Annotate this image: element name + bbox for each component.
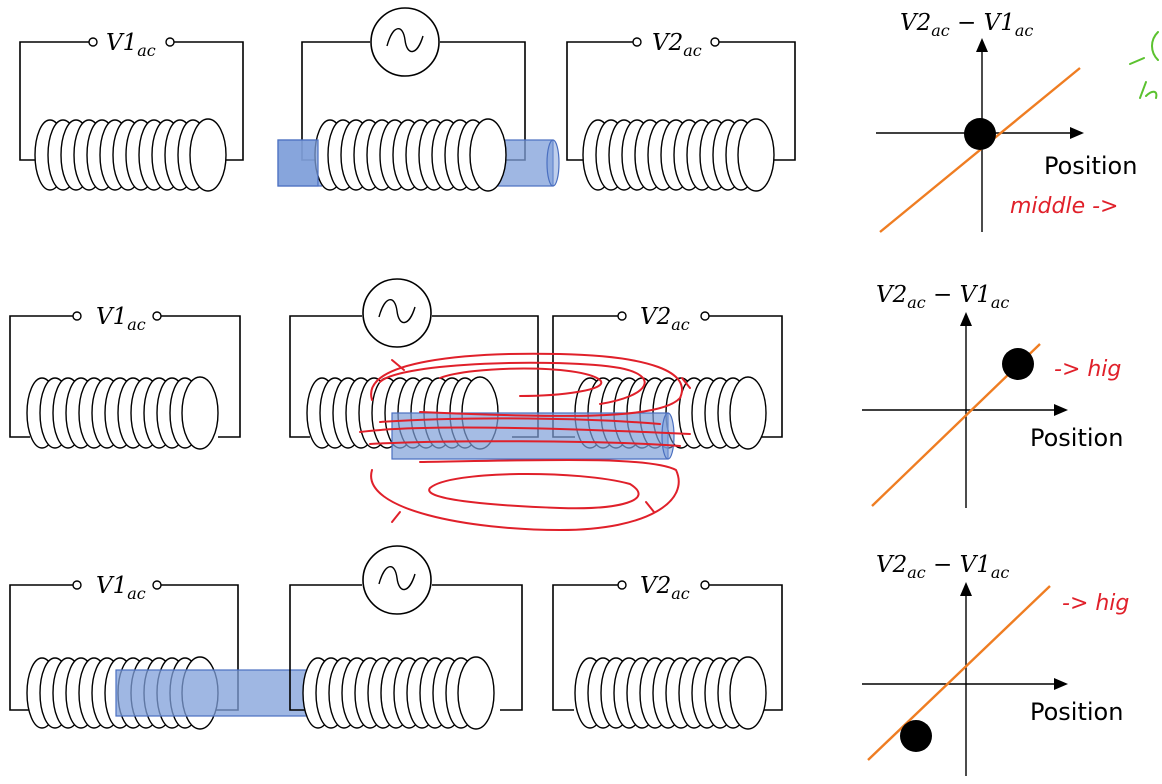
coil-v1: V1ac (9, 573, 239, 730)
graph-2: V2ac − V1ac Position -> hig (862, 282, 1123, 508)
graph-3: V2ac − V1ac Position -> hig (862, 552, 1129, 776)
position-dot (1002, 348, 1034, 380)
high-annotation: -> hig (1062, 591, 1129, 616)
coil-v1: V1ac (19, 30, 244, 192)
v2-label: V2ac (652, 30, 702, 60)
position-label: Position (1030, 424, 1123, 452)
position-label: Position (1030, 698, 1123, 726)
ac-source-icon (370, 7, 440, 77)
position-label: Position (1044, 152, 1137, 180)
flux-lines-annotation (359, 352, 691, 531)
coil-primary (277, 7, 560, 192)
graph-title: V2ac − V1ac (900, 10, 1033, 40)
graph-1: V2ac − V1ac Position middle -> (876, 10, 1159, 233)
v2-label: V2ac (640, 304, 690, 334)
coil-v2: V2ac (552, 573, 783, 730)
graph-title: V2ac − V1ac (876, 552, 1009, 582)
v2-label: V2ac (640, 573, 690, 603)
row-3-core-left: V1ac V2ac (9, 545, 783, 730)
v1-label: V1ac (96, 573, 146, 603)
high-annotation: -> hig (1054, 357, 1121, 382)
ac-source-icon (362, 278, 432, 348)
v1-label: V1ac (96, 304, 146, 334)
position-dot (900, 720, 932, 752)
position-dot (964, 118, 996, 150)
graph-title: V2ac − V1ac (876, 282, 1009, 312)
coil-v1: V1ac (9, 304, 241, 450)
row-2-core-right: V1ac V2ac (9, 278, 783, 531)
coil-v2: V2ac (566, 30, 796, 192)
v1-label: V1ac (106, 30, 156, 60)
ac-source-icon (362, 545, 432, 615)
row-1-core-centered: V1ac V2ac (19, 7, 796, 192)
middle-annotation: middle -> (1010, 194, 1119, 219)
coil-primary (289, 545, 523, 730)
coil-v2: V2ac (552, 304, 783, 450)
